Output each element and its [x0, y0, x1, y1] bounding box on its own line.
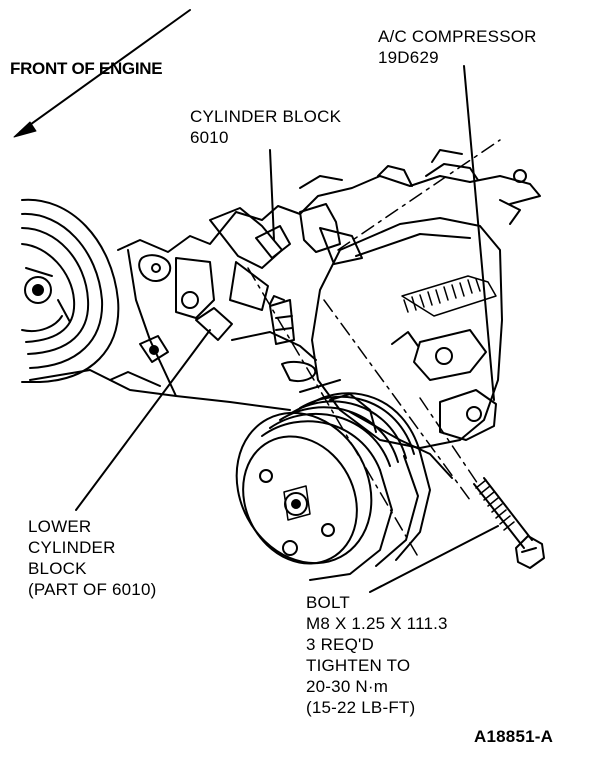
lower-cylinder-block-line: (PART OF 6010)	[28, 580, 157, 599]
bolt-line: 20-30 N·m	[306, 677, 389, 696]
bolt-centerlines	[247, 139, 501, 561]
ac-compressor-label: A/C COMPRESSOR 19D629	[378, 26, 537, 68]
lower-cylinder-block-line: LOWER	[28, 517, 92, 536]
leader-lines	[75, 65, 499, 593]
lower-cylinder-block-line: BLOCK	[28, 559, 87, 578]
cylinder-block-name: CYLINDER BLOCK	[190, 107, 342, 126]
bolt-label: BOLT M8 X 1.25 X 111.3 3 REQ'D TIGHTEN T…	[306, 592, 448, 718]
engine-block	[29, 149, 541, 411]
bolt	[473, 477, 545, 569]
bolt-line: BOLT	[306, 593, 350, 612]
ac-compressor-name: A/C COMPRESSOR	[378, 27, 537, 46]
cylinder-block-label: CYLINDER BLOCK 6010	[190, 106, 341, 148]
lower-cylinder-block-label: LOWER CYLINDER BLOCK (PART OF 6010)	[28, 516, 156, 600]
bolt-line: TIGHTEN TO	[306, 656, 411, 675]
bolt-line: 3 REQ'D	[306, 635, 374, 654]
front-of-engine-label: FRONT OF ENGINE	[10, 59, 163, 78]
lower-cylinder-block-line: CYLINDER	[28, 538, 116, 557]
bolt-line: M8 X 1.25 X 111.3	[306, 614, 448, 633]
figure-id: A18851-A	[474, 727, 554, 746]
ac-compressor-part: 19D629	[378, 48, 439, 67]
compressor-clutch-pulley	[235, 392, 453, 581]
compressor-body	[299, 217, 503, 449]
cylinder-block-part: 6010	[190, 128, 229, 147]
front-of-engine-arrow	[13, 9, 191, 138]
mount-bracket	[195, 203, 363, 382]
crankshaft-pulley	[21, 198, 120, 383]
bolt-line: (15-22 LB-FT)	[306, 698, 416, 717]
